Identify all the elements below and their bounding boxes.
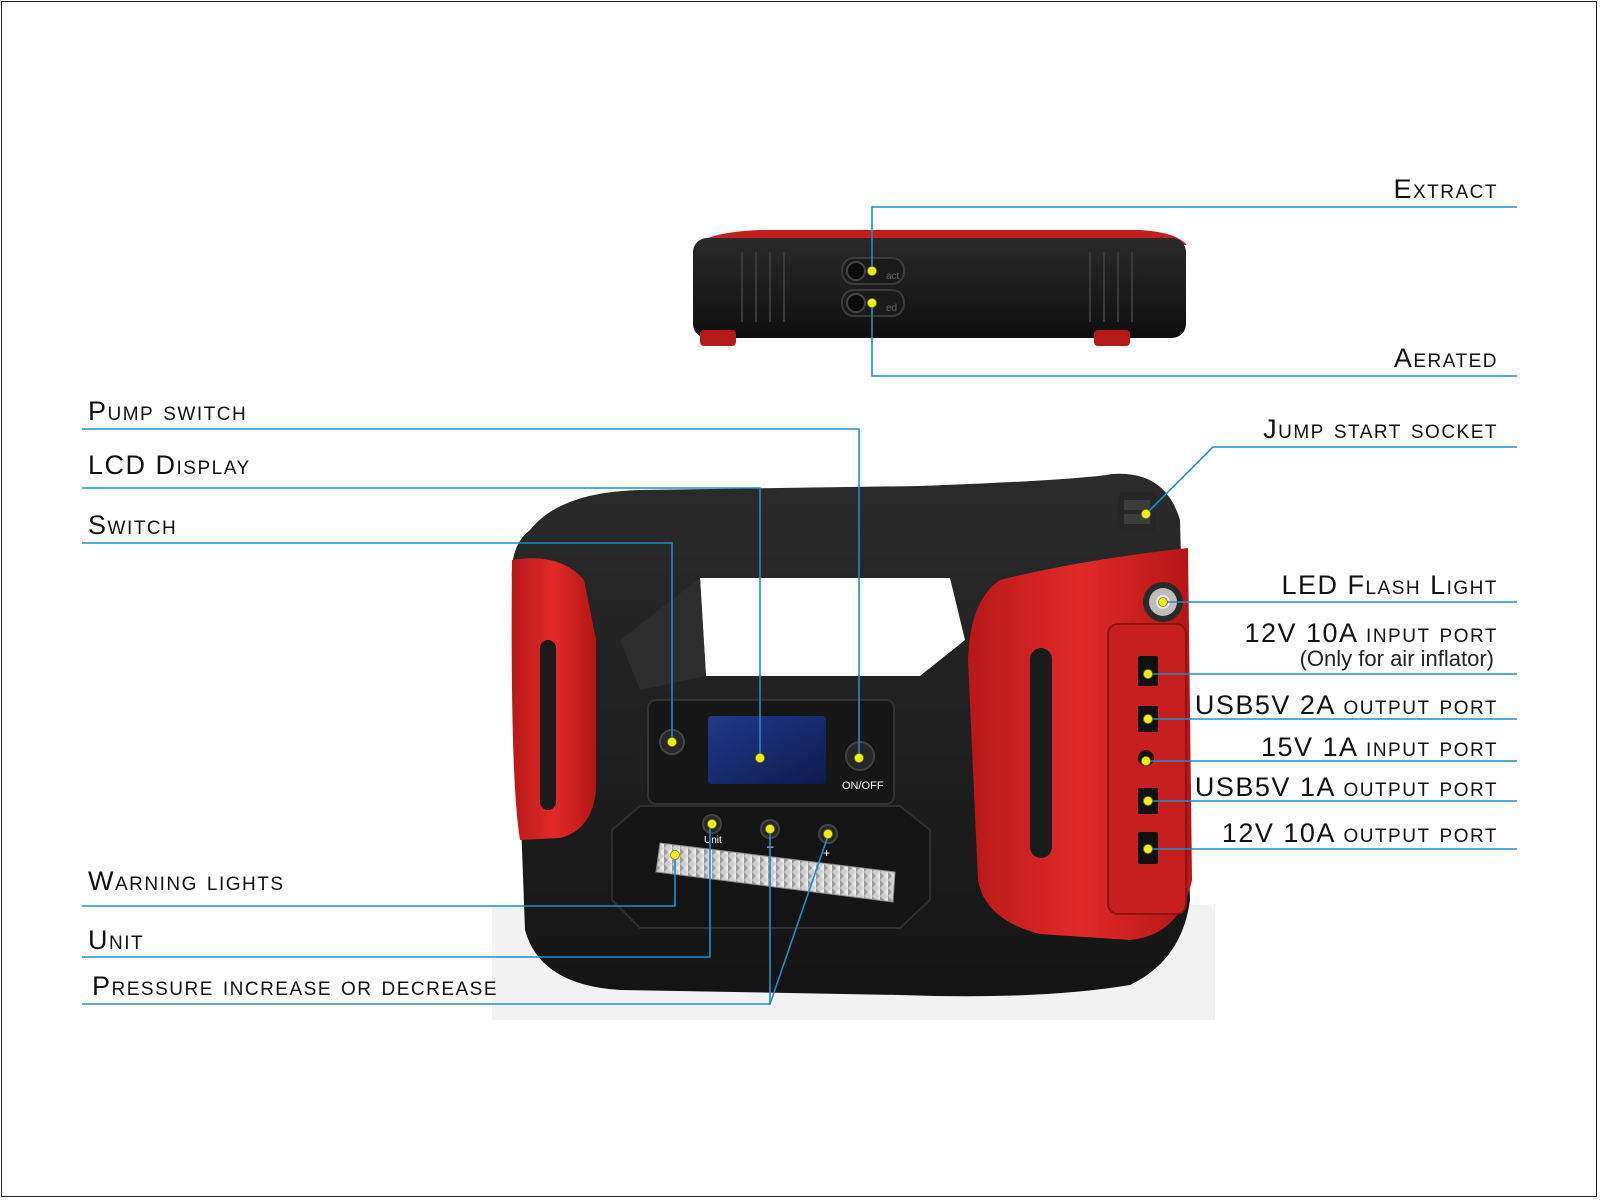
- leader-jump-start: [1145, 446, 1517, 515]
- marker-usb-2a: [1143, 714, 1153, 724]
- label-input-12v-note: (Only for air inflator): [1299, 646, 1494, 671]
- marker-usb-1a: [1143, 796, 1153, 806]
- marker-plus: [823, 829, 833, 839]
- marker-warning-lights: [670, 850, 680, 860]
- label-lcd-display: LCD Display: [88, 450, 251, 480]
- marker-pump-switch: [854, 753, 864, 763]
- front-view-device: ON/OFF Unit – +: [492, 473, 1215, 1020]
- label-extract: Extract: [1393, 174, 1498, 204]
- label-warning-lights: Warning lights: [88, 866, 285, 896]
- label-usb-2a: USB5V 2A output port: [1194, 690, 1498, 720]
- on-off-text: ON/OFF: [842, 780, 884, 792]
- leader-warning-lights: [82, 855, 676, 907]
- label-led-flash-light: LED Flash Light: [1281, 570, 1498, 600]
- marker-jump-start: [1141, 509, 1151, 519]
- unit-button-text: Unit: [704, 835, 722, 846]
- leader-switch: [82, 542, 673, 742]
- label-pump-switch: Pump switch: [88, 396, 248, 426]
- label-input-12v: 12V 10A input port: [1244, 618, 1498, 648]
- leader-aerated: [871, 303, 1517, 377]
- label-switch: Switch: [88, 510, 178, 540]
- label-pressure: Pressure increase or decrease: [92, 971, 499, 1001]
- leader-lines: [82, 206, 1517, 1005]
- leader-lcd-display: [82, 487, 761, 758]
- marker-input-15v: [1141, 756, 1151, 766]
- marker-switch: [667, 737, 677, 747]
- label-input-15v: 15V 1A input port: [1260, 732, 1498, 762]
- label-usb-1a: USB5V 1A output port: [1194, 772, 1498, 802]
- marker-aerated: [867, 298, 877, 308]
- label-aerated: Aerated: [1393, 343, 1498, 373]
- marker-lcd-display: [755, 753, 765, 763]
- leader-pressure-branch: [769, 835, 829, 1005]
- top-view-device: act ed: [693, 230, 1186, 346]
- label-output-12v: 12V 10A output port: [1221, 818, 1498, 848]
- leader-pump-switch: [82, 428, 860, 758]
- label-unit: Unit: [88, 925, 145, 955]
- leader-unit: [82, 827, 711, 958]
- top-aerated-text: ed: [886, 303, 897, 314]
- marker-minus: [765, 824, 775, 834]
- leader-extract: [871, 206, 1517, 271]
- marker-input-12v: [1143, 669, 1153, 679]
- plus-button-text: +: [823, 846, 830, 860]
- top-extract-text: act: [886, 271, 900, 282]
- marker-output-12v: [1143, 844, 1153, 854]
- label-jump-start-socket: Jump start socket: [1263, 414, 1498, 444]
- marker-led-flashlight: [1158, 597, 1168, 607]
- marker-extract: [867, 266, 877, 276]
- marker-unit: [707, 819, 717, 829]
- marker-dots: [667, 266, 1168, 860]
